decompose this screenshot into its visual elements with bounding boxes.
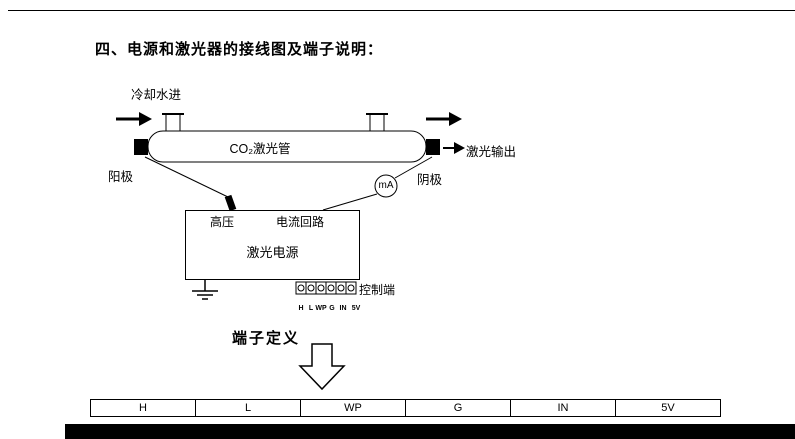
laser-output-label: 激光输出 [466,145,517,159]
anode-cap [134,139,148,155]
pin-label-g: G [329,305,335,312]
laser-psu-box [185,210,360,280]
water-out-arrow-icon [426,112,462,126]
table-header-wp: WP [300,400,405,416]
table-header-in: IN [510,400,615,416]
water-in-arrow-icon [116,112,152,126]
big-down-arrow-icon [298,343,346,391]
cathode-label: 阴极 [417,173,443,187]
water-fitting-left-icon [162,113,184,132]
header-rule [8,10,795,11]
laser-output-arrow-icon [443,142,465,154]
ma-meter-icon [374,174,398,198]
laser-tube [134,130,440,163]
anode-wire [144,156,237,212]
psu-current-loop-label: 电流回路 [276,215,325,229]
cooling-water-in-label: 冷却水进 [131,88,182,102]
cropped-table-row-bar [65,424,795,439]
pin-label-h: H [298,305,304,312]
page-title: 四、电源和激光器的接线图及端子说明： [95,41,384,58]
pin-label-in: IN [339,305,347,312]
cathode-wire [322,156,433,211]
pin-label-wp: WP [315,305,327,312]
table-header-l: L [195,400,300,416]
cathode-cap [426,139,440,155]
pin-label-l: L [308,305,314,312]
water-fitting-right-icon [366,113,388,132]
terminal-definition-label: 端子定义 [232,330,301,347]
control-terminal-label: 控制端 [359,283,396,297]
table-header-h: H [139,402,147,414]
ma-meter-label: mA [378,180,394,191]
psu-name-label: 激光电源 [246,245,299,260]
ground-icon [192,280,218,300]
pin-label-5v: 5V [351,305,361,312]
table-header-g: G [405,400,510,416]
laser-tube-label: CO₂激光管 [229,142,291,156]
terminal-table: H L WP G IN 5V [90,399,721,417]
table-header-5v: 5V [615,400,720,416]
terminal-block [295,281,357,295]
anode-label: 阳极 [108,170,134,184]
psu-high-voltage-label: 高压 [210,215,235,229]
